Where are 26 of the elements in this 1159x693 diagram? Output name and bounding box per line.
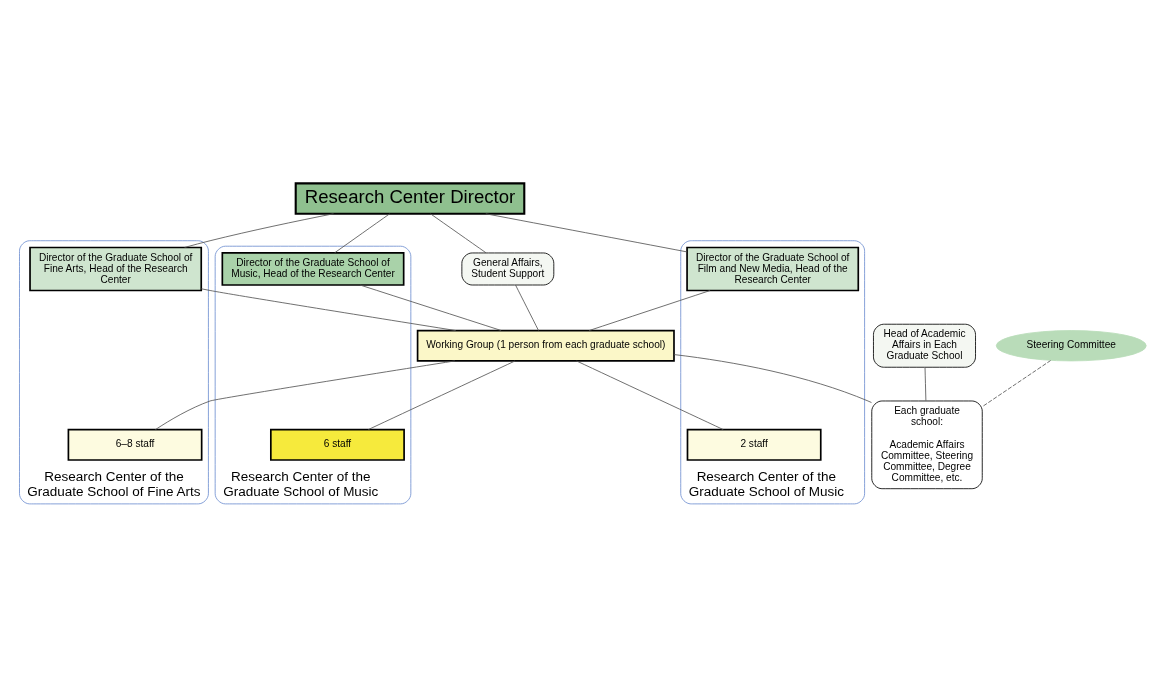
connector (576, 360, 724, 430)
connector (184, 212, 334, 248)
node-box: 2 staff (686, 428, 822, 461)
connector (359, 284, 502, 331)
node-box: Director of the Graduate School of Fine Arts, Head of the Research Center (29, 246, 203, 291)
connector (334, 212, 391, 253)
node-ellipse: Steering Committee (995, 329, 1147, 361)
node-box: 6 staff (270, 428, 405, 461)
node-box: Director of the Graduate School of Music, Head of the Research Center (221, 251, 405, 286)
node-box: Each graduate school: Academic Affairs Committee, Steering Committee, Degree Committee, etc. (871, 400, 983, 489)
connector (673, 353, 872, 403)
connector (588, 289, 711, 331)
node-box: Research Center Director (294, 181, 526, 215)
connector (367, 360, 516, 430)
node-box: Working Group (1 person from each graduate school) (416, 329, 675, 362)
node-box: Head of Academic Affairs in Each Graduate School (873, 323, 976, 368)
node-box: Director of the Graduate School of Film and New Media, Head of the Research Center (686, 246, 860, 291)
connector (515, 284, 539, 331)
connector (982, 359, 1051, 407)
connector (485, 212, 688, 252)
connector (924, 366, 927, 401)
connector (430, 212, 487, 253)
node-box: General Affairs, Student Support (461, 252, 555, 285)
connector (155, 360, 456, 430)
node-box: 6–8 staff (67, 428, 203, 461)
connector (200, 287, 457, 331)
